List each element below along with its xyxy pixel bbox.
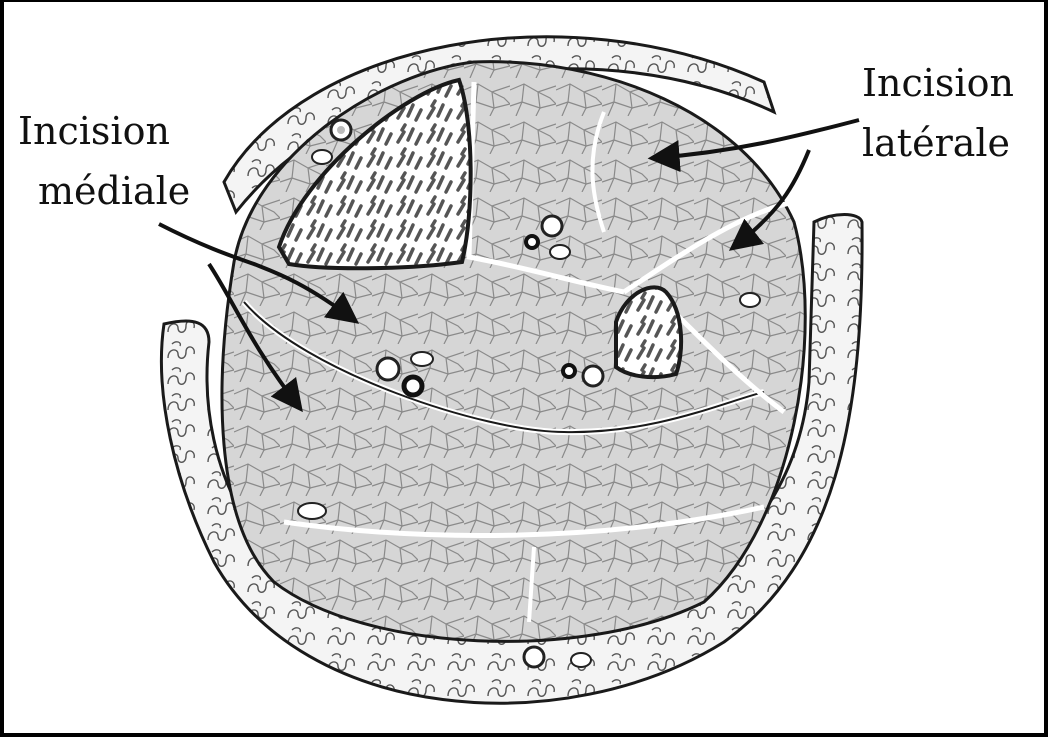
- label-lateral-line-2: latérale: [862, 120, 1010, 168]
- label-medial-line-2: médiale: [38, 168, 190, 216]
- label-lateral-line-1: Incision: [862, 60, 1014, 108]
- fibula-bone: [616, 287, 681, 377]
- label-medial-line-1: Incision: [18, 108, 170, 156]
- figure-canvas: Incision médiale Incision latérale: [4, 2, 1044, 733]
- muscle-compartments: [222, 62, 805, 642]
